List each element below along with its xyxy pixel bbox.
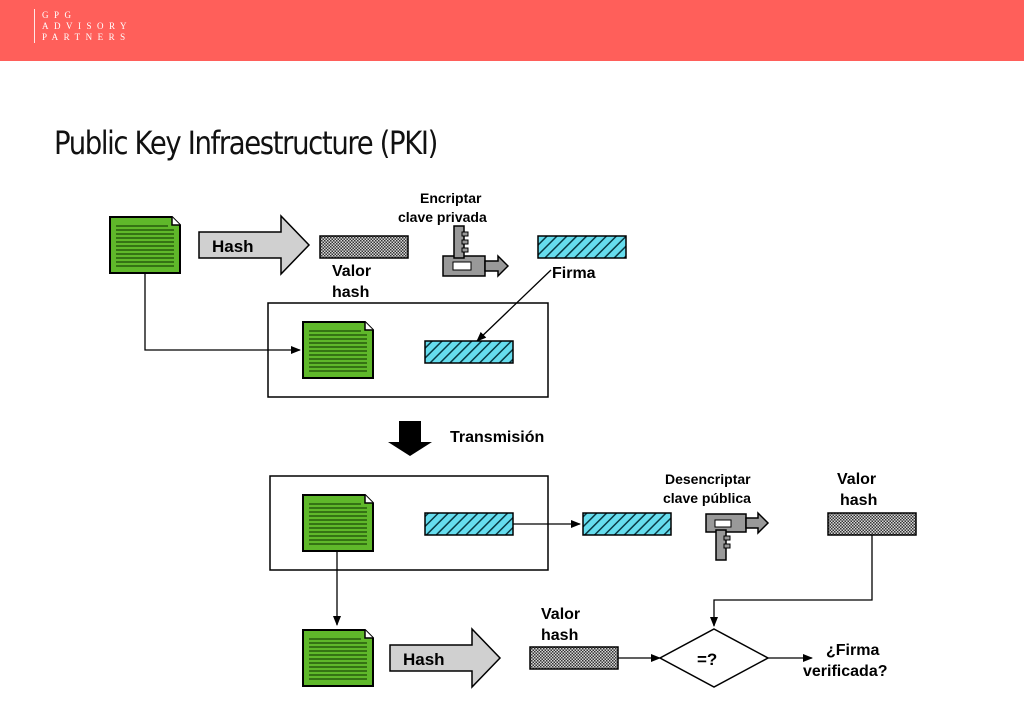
firma-label: Firma: [552, 265, 596, 282]
transmission-arrow-icon: [388, 421, 432, 456]
valor-hash-bottom-line2: hash: [541, 627, 578, 644]
hash-value-block-right: [827, 512, 917, 536]
logo-line-1: GPG: [42, 10, 77, 20]
hash-value-block-top: [319, 235, 409, 259]
signature-block-extracted: [582, 512, 672, 536]
package-document-icon-bottom: [302, 494, 374, 552]
hash-label-top: Hash: [212, 237, 254, 256]
signature-block-package-top: [424, 340, 514, 364]
valor-hash-top-line2: hash: [332, 284, 369, 301]
firma-to-package-arrow: [476, 269, 552, 342]
desencriptar-line2: clave pública: [663, 490, 751, 506]
company-logo: GPG ADVISORY PARTNERS: [42, 10, 132, 43]
encriptar-line2: clave privada: [398, 209, 487, 225]
signature-block-top: [537, 235, 627, 259]
document-to-package-arrow: [144, 273, 301, 354]
logo-divider: [34, 9, 35, 43]
package-document-icon-top: [302, 321, 374, 379]
valor-hash-right-line2: hash: [840, 492, 877, 509]
public-key-icon: [705, 511, 770, 561]
private-key-icon: [442, 225, 510, 278]
valor-hash-top-line1: Valor: [332, 263, 371, 280]
compare-label: =?: [697, 650, 717, 669]
hash-arrow-bottom: [389, 627, 502, 689]
hash-arrow-top: [198, 214, 311, 276]
header-bar: GPG ADVISORY PARTNERS: [0, 0, 1024, 61]
desencriptar-line1: Desencriptar: [665, 471, 751, 487]
verificada-line2: verificada?: [803, 663, 887, 680]
hash-value-block-bottom: [529, 646, 619, 670]
logo-line-3: PARTNERS: [42, 32, 131, 42]
verificada-line1: ¿Firma: [826, 642, 879, 659]
hash-label-bottom: Hash: [403, 650, 445, 669]
logo-line-2: ADVISORY: [42, 21, 133, 31]
compare-diamond: [658, 628, 770, 688]
valor-hash-right-line1: Valor: [837, 471, 876, 488]
page-title: Public Key Infraestructure (PKI): [54, 124, 438, 162]
received-document-icon: [302, 629, 374, 687]
original-document-icon: [109, 216, 181, 274]
right-hash-to-compare-arrow: [710, 535, 873, 627]
signed-package-box-bottom: [269, 475, 549, 571]
encriptar-line1: Encriptar: [420, 190, 482, 206]
signature-block-package-bottom: [424, 512, 514, 536]
valor-hash-bottom-line1: Valor: [541, 606, 580, 623]
transmision-label: Transmisión: [450, 429, 544, 446]
